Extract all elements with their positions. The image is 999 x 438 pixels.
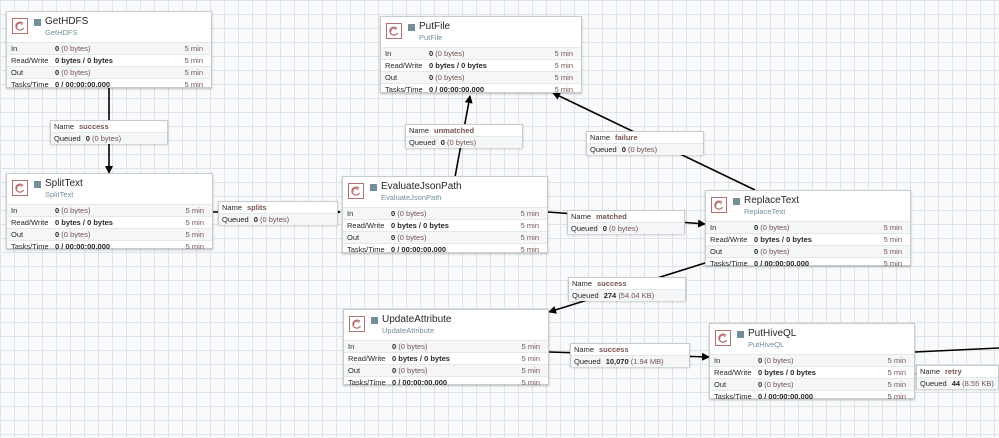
stopped-status-icon [733,198,740,205]
processor-type: PutFile [419,33,443,42]
stopped-status-icon [737,331,744,338]
processor-type: SplitText [45,190,74,199]
processor-type: ReplaceText [744,207,786,216]
processor-type: UpdateAttribute [382,326,435,335]
processor-icon [349,316,365,332]
stopped-status-icon [371,317,378,324]
processor-name: SplitText [45,178,83,189]
processor-name: UpdateAttribute [382,314,452,325]
processor-icon [348,183,364,199]
stopped-status-icon [34,19,41,26]
processor-type: PutHiveQL [748,340,785,349]
processor-name: GetHDFS [45,16,89,27]
processor-icon [711,197,727,213]
processor-name: PutFile [419,21,451,32]
processor-name: ReplaceText [744,195,800,206]
stopped-status-icon [370,184,377,191]
stopped-status-icon [408,24,415,31]
processor-icon [12,180,28,196]
stopped-status-icon [34,181,41,188]
edge-puthiveql-retry [914,347,999,353]
processor-type: EvaluateJsonPath [381,193,442,202]
processor-icon [715,330,731,346]
processor-name: PutHiveQL [748,328,797,339]
processor-icon [12,18,28,34]
processor-icon [386,23,402,39]
processor-type: GetHDFS [45,28,78,37]
processor-name: EvaluateJsonPath [381,181,462,192]
